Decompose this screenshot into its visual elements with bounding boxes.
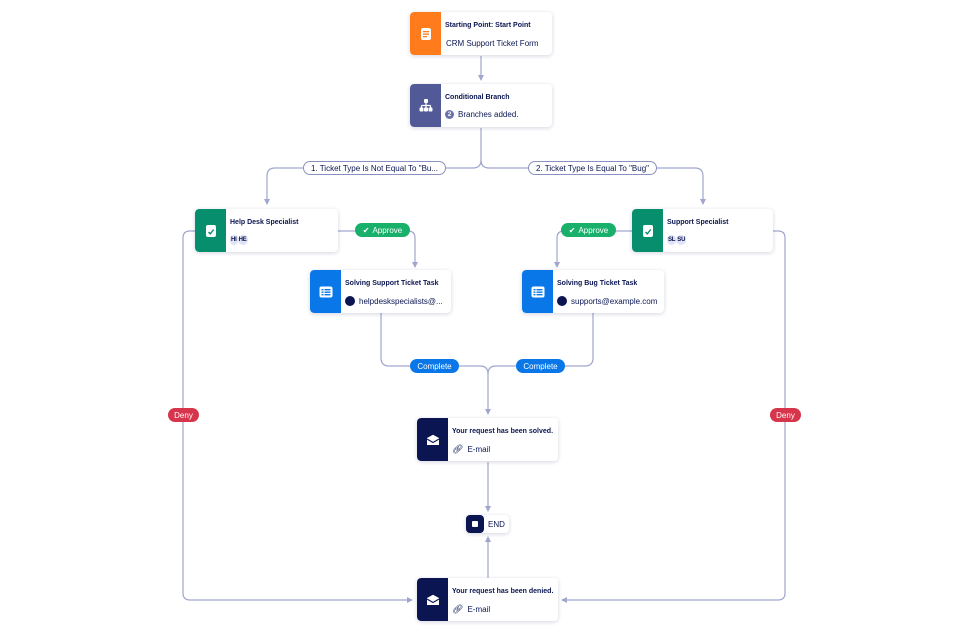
support-assignees: SL SU bbox=[667, 235, 687, 245]
approve-outcome-right[interactable]: ✔Approve bbox=[561, 223, 616, 237]
user-icon bbox=[557, 296, 567, 306]
task-support-title: Solving Support Ticket Task bbox=[345, 280, 439, 287]
task-support-assignee-row: helpdeskspecialists@... bbox=[345, 296, 443, 306]
end-node[interactable]: END bbox=[466, 515, 509, 533]
condition-label-right[interactable]: 2. Ticket Type Is Equal To "Bug" bbox=[528, 161, 657, 175]
help-desk-approval-node[interactable]: Help Desk Specialist HI HE bbox=[195, 209, 338, 252]
task-list-icon bbox=[310, 270, 341, 313]
start-node-title: Starting Point: Start Point bbox=[445, 22, 531, 29]
task-bug-assignee: supports@example.com bbox=[571, 296, 658, 306]
email-denied-subtitle: E-mail bbox=[467, 605, 491, 614]
approve-label: Approve bbox=[578, 225, 609, 235]
task-bug-title: Solving Bug Ticket Task bbox=[557, 280, 638, 287]
stop-icon bbox=[466, 515, 484, 533]
avatar: SL bbox=[667, 235, 677, 245]
complete-outcome-left[interactable]: Complete bbox=[410, 359, 459, 373]
branch-node-subtitle-row: 2 Branches added. bbox=[445, 110, 519, 119]
avatar: HI bbox=[230, 235, 238, 245]
form-icon bbox=[410, 12, 441, 55]
branch-icon bbox=[410, 84, 441, 127]
conditional-branch-node[interactable]: Conditional Branch 2 Branches added. bbox=[410, 84, 552, 127]
approval-icon bbox=[195, 209, 226, 252]
email-solved-subtitle: E-mail bbox=[467, 445, 491, 454]
task-support-assignee: helpdeskspecialists@... bbox=[359, 296, 443, 306]
approve-label: Approve bbox=[372, 225, 403, 235]
connector-branch-right bbox=[480, 159, 706, 205]
user-icon bbox=[345, 296, 355, 306]
email-denied-node[interactable]: Your request has been denied. 🔗︎ E-mail bbox=[417, 578, 558, 621]
avatar: HE bbox=[237, 235, 248, 245]
email-icon bbox=[417, 418, 448, 461]
branch-count-badge: 2 bbox=[445, 110, 454, 119]
avatar: SU bbox=[676, 235, 687, 245]
deny-outcome-left[interactable]: Deny bbox=[168, 408, 199, 422]
branch-node-subtitle: Branches added. bbox=[458, 110, 519, 119]
complete-outcome-right[interactable]: Complete bbox=[516, 359, 565, 373]
start-node-subtitle: CRM Support Ticket Form bbox=[446, 39, 539, 48]
start-node[interactable]: Starting Point: Start Point CRM Support … bbox=[410, 12, 552, 55]
email-solved-title: Your request has been solved. bbox=[452, 428, 554, 435]
deny-outcome-right[interactable]: Deny bbox=[770, 408, 801, 422]
approval-icon bbox=[632, 209, 663, 252]
check-icon: ✔ bbox=[568, 225, 576, 235]
end-label: END bbox=[488, 519, 505, 529]
condition-label-left[interactable]: 1. Ticket Type Is Not Equal To "Bu... bbox=[303, 161, 446, 175]
task-list-icon bbox=[522, 270, 553, 313]
support-approval-node[interactable]: Support Specialist SL SU bbox=[632, 209, 773, 252]
email-icon bbox=[417, 578, 448, 621]
email-denied-title: Your request has been denied. bbox=[452, 588, 554, 595]
help-desk-title: Help Desk Specialist bbox=[230, 219, 299, 226]
email-denied-subtitle-row: 🔗︎ E-mail bbox=[452, 604, 490, 615]
support-title: Support Specialist bbox=[667, 219, 729, 226]
email-solved-subtitle-row: 🔗︎ E-mail bbox=[452, 444, 490, 455]
task-bug-assignee-row: supports@example.com bbox=[557, 296, 657, 306]
link-icon: 🔗︎ bbox=[452, 604, 464, 614]
task-support-node[interactable]: Solving Support Ticket Task helpdeskspec… bbox=[310, 270, 451, 313]
branch-node-title: Conditional Branch bbox=[445, 94, 510, 101]
task-bug-node[interactable]: Solving Bug Ticket Task supports@example… bbox=[522, 270, 664, 313]
check-icon: ✔ bbox=[362, 225, 370, 235]
help-desk-assignees: HI HE bbox=[230, 235, 248, 245]
connector-task-bug-complete bbox=[487, 313, 594, 375]
email-solved-node[interactable]: Your request has been solved. 🔗︎ E-mail bbox=[417, 418, 558, 461]
approve-outcome-left[interactable]: ✔Approve bbox=[355, 223, 410, 237]
link-icon: 🔗︎ bbox=[452, 444, 464, 454]
